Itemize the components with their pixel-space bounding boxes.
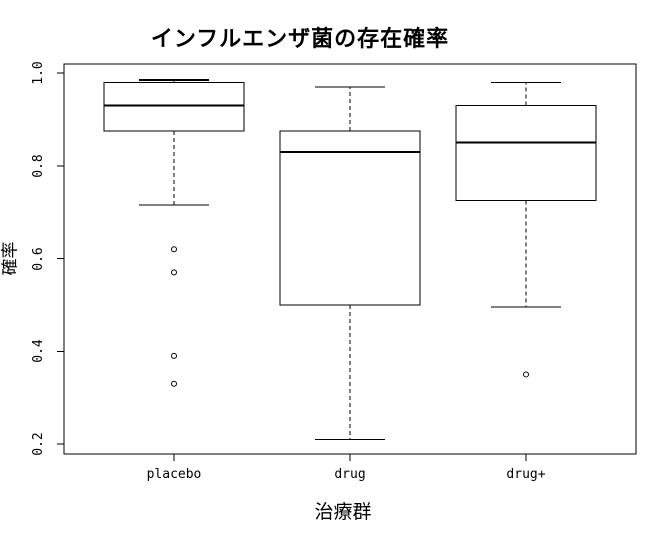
outlier-point-placebo [171,380,177,387]
y-tick-label: 0.8 [31,154,46,178]
y-tick-label: 0.4 [31,339,46,363]
box-placebo [103,81,245,132]
x-tick-label-placebo: placebo [146,467,202,482]
outlier-point-placebo [171,269,177,276]
outlier-point-drugplus [523,371,529,378]
box-drug [279,130,421,306]
outlier-point-placebo [171,246,177,253]
outlier-point-placebo [171,352,177,359]
y-axis-label: 確率 [0,241,21,276]
x-tick-label-drugplus: drug+ [506,467,546,482]
y-tick-label: 0.6 [31,246,46,271]
box-drugplus [455,104,597,202]
x-axis-label: 治療群 [314,501,372,523]
y-tick-label: 0.2 [31,432,46,456]
chart-title: インフルエンザ菌の存在確率 [150,26,450,52]
x-tick-label-drug: drug [334,467,366,482]
y-tick-label: 1.0 [31,61,46,85]
